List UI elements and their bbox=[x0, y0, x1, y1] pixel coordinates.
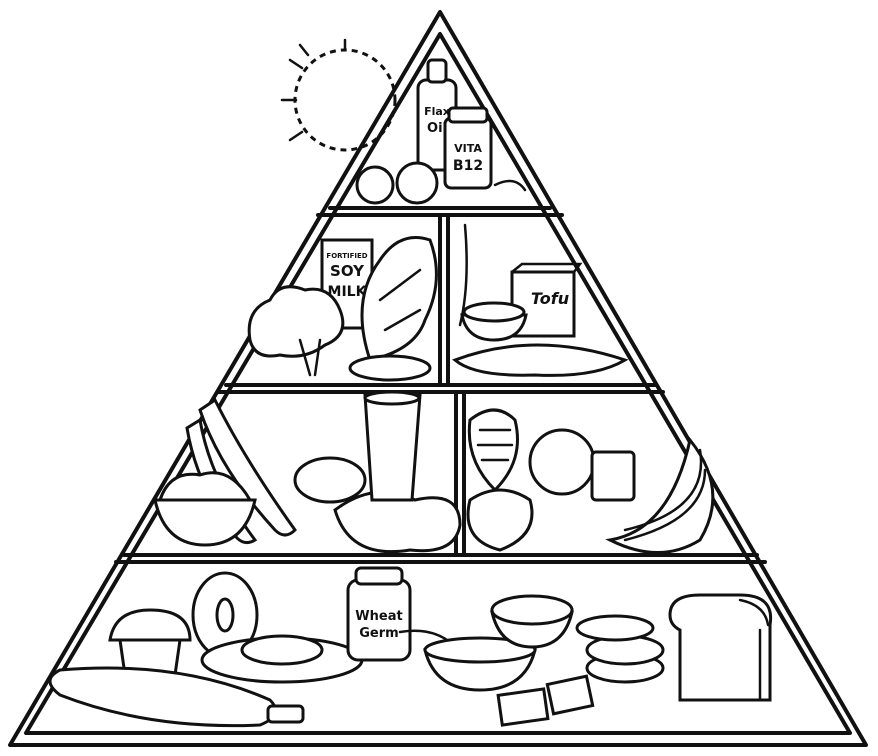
oil-label-2: Oil bbox=[427, 121, 447, 136]
soy-milk-label-1: FORTIFIED bbox=[326, 252, 367, 260]
soy-milk-label-3: MILK bbox=[328, 284, 368, 300]
vitamin-label-2: B12 bbox=[453, 158, 483, 174]
bagel bbox=[191, 571, 259, 659]
juice-glass bbox=[363, 390, 422, 502]
crackers bbox=[496, 674, 595, 727]
pyramid-frame bbox=[8, 10, 868, 747]
broccoli bbox=[247, 285, 345, 377]
potatoes bbox=[293, 456, 462, 554]
celery bbox=[458, 223, 468, 327]
pancakes bbox=[575, 614, 665, 684]
tofu-box: Tofu bbox=[510, 262, 583, 338]
butter bbox=[266, 704, 305, 724]
juice-jar bbox=[590, 450, 636, 502]
sun-icon bbox=[280, 38, 397, 152]
bean-bowl bbox=[460, 301, 528, 342]
soy-milk-label-2: SOY bbox=[330, 262, 365, 280]
tofu-label: Tofu bbox=[531, 289, 569, 308]
apple bbox=[466, 488, 534, 552]
rice-bowl bbox=[490, 594, 574, 649]
vitamin-jar: VITA B12 bbox=[443, 106, 493, 190]
bananas bbox=[605, 436, 715, 554]
bread-slice-loaf bbox=[668, 593, 773, 702]
leafy-greens bbox=[360, 236, 438, 362]
wheat-germ-label-2: Germ bbox=[359, 626, 398, 641]
salad-bowl bbox=[153, 471, 257, 547]
beans bbox=[452, 343, 629, 377]
grapes bbox=[467, 408, 519, 493]
pasta-plate bbox=[200, 634, 364, 684]
wheat-germ-jar: Wheat Germ bbox=[346, 566, 412, 662]
wheat-germ-label-1: Wheat bbox=[355, 609, 402, 624]
orange bbox=[528, 428, 596, 496]
bread-loaf bbox=[48, 666, 278, 728]
oil-label-1: Flax bbox=[424, 105, 450, 118]
cereal-bowl bbox=[423, 636, 537, 692]
plate bbox=[348, 354, 432, 382]
nuts bbox=[355, 161, 527, 205]
vitamin-label-1: VITA bbox=[454, 142, 482, 155]
